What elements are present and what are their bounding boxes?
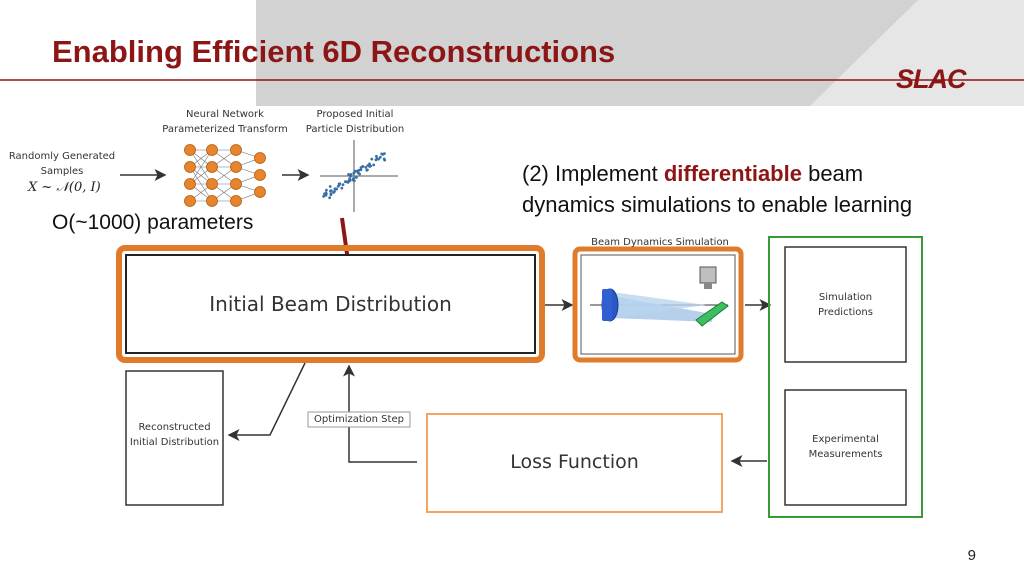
samples-math: X ~ 𝒩(0, I) (28, 180, 101, 195)
sim-predictions-label: Simulation Predictions (785, 290, 906, 320)
page-number: 9 (967, 547, 976, 564)
slide-title: Enabling Efficient 6D Reconstructions (52, 34, 616, 69)
scatter-point (382, 157, 386, 161)
callout-line1: (2) Implement differentiable beam (522, 158, 912, 189)
scatter-point (351, 178, 355, 182)
dist-label: Proposed Initial Particle Distribution (300, 107, 410, 137)
reconstructed-label: Reconstructed Initial Distribution (126, 420, 223, 450)
scatter-point (378, 155, 382, 159)
scatter-point (348, 177, 351, 181)
scatter-point (361, 165, 364, 168)
nn-label-line2: Parameterized Transform (162, 124, 288, 135)
sim-predictions-line2: Predictions (818, 307, 873, 318)
scatter-point (353, 169, 356, 173)
beam-sim-box-outer (572, 246, 744, 363)
particle-distribution-icon (320, 140, 398, 212)
scatter-point (329, 189, 332, 193)
parameters-count: O(~1000) parameters (52, 211, 254, 234)
samples-label: Randomly Generated Samples (8, 149, 116, 179)
scatter-point (377, 157, 380, 161)
reconstructed-line2: Initial Distribution (129, 437, 220, 448)
scatter-point (341, 183, 345, 187)
comparison-container (768, 236, 923, 518)
scatter-point (340, 186, 344, 190)
scatter-point (324, 192, 328, 196)
callout-suffix: beam (801, 161, 864, 186)
scatter-point (332, 191, 335, 194)
simulation-predictions-box (784, 246, 907, 363)
experimental-measurements-box (784, 389, 907, 506)
scatter-point (349, 173, 353, 177)
scatter-point (383, 152, 386, 156)
reconstructed-line1: Reconstructed (138, 422, 211, 433)
loss-function-box (426, 413, 723, 513)
beam-sim-title: Beam Dynamics Simulation (591, 237, 729, 248)
optimization-step-box (307, 411, 411, 428)
slac-logo: SLAC (896, 64, 966, 94)
initial-beam-label: Initial Beam Distribution (209, 292, 452, 316)
neural-network-icon (184, 144, 266, 207)
scatter-point (369, 164, 373, 168)
scatter-point (322, 195, 325, 198)
exp-measurements-label: Experimental Measurements (785, 432, 906, 462)
callout-text: (2) Implement differentiable beam dynami… (522, 158, 912, 220)
callout-highlight: differentiable (663, 161, 802, 186)
scatter-point (335, 187, 338, 191)
initial-beam-box-outer (116, 245, 545, 363)
scatter-point (346, 180, 350, 184)
dist-label-line2: Particle Distribution (305, 124, 405, 135)
callout-prefix: (2) Implement (522, 161, 664, 186)
beam-sim-icon (590, 266, 729, 327)
scatter-point (375, 154, 378, 158)
scatter-point (325, 188, 328, 192)
nn-label: Neural Network Parameterized Transform (160, 107, 290, 137)
scatter-point (328, 185, 332, 188)
scatter-point (366, 164, 370, 167)
scatter-point (372, 163, 376, 167)
exp-measurements-line1: Experimental (812, 434, 879, 445)
scatter-point (357, 168, 361, 172)
scatter-point (338, 183, 341, 187)
to-reconstructed-arrow (227, 362, 306, 441)
samples-label-line2: Samples (40, 166, 84, 177)
exp-measurements-line2: Measurements (808, 449, 883, 460)
scatter-point (352, 171, 356, 175)
scatter-point (355, 176, 358, 179)
sim-predictions-line1: Simulation (818, 292, 873, 303)
optimization-step-label: Optimization Step (314, 414, 404, 425)
nn-label-line1: Neural Network (186, 109, 264, 120)
reconstructed-box (125, 370, 224, 506)
scatter-point (380, 152, 384, 156)
scatter-point (347, 173, 350, 176)
samples-label-line1: Randomly Generated (8, 151, 116, 162)
scatter-point (329, 193, 333, 197)
loss-function-label: Loss Function (510, 451, 639, 473)
scatter-point (328, 196, 331, 200)
initial-beam-box-inner (125, 254, 536, 354)
scatter-point (344, 180, 347, 184)
dist-label-line1: Proposed Initial (316, 109, 394, 120)
scatter-point (370, 157, 374, 161)
scatter-point (364, 166, 368, 169)
callout-line2: dynamics simulations to enable learning (522, 192, 913, 217)
scatter-point (374, 158, 378, 162)
scatter-point (366, 168, 369, 172)
scatter-point (356, 171, 360, 175)
loss-feedback-line (343, 364, 417, 463)
